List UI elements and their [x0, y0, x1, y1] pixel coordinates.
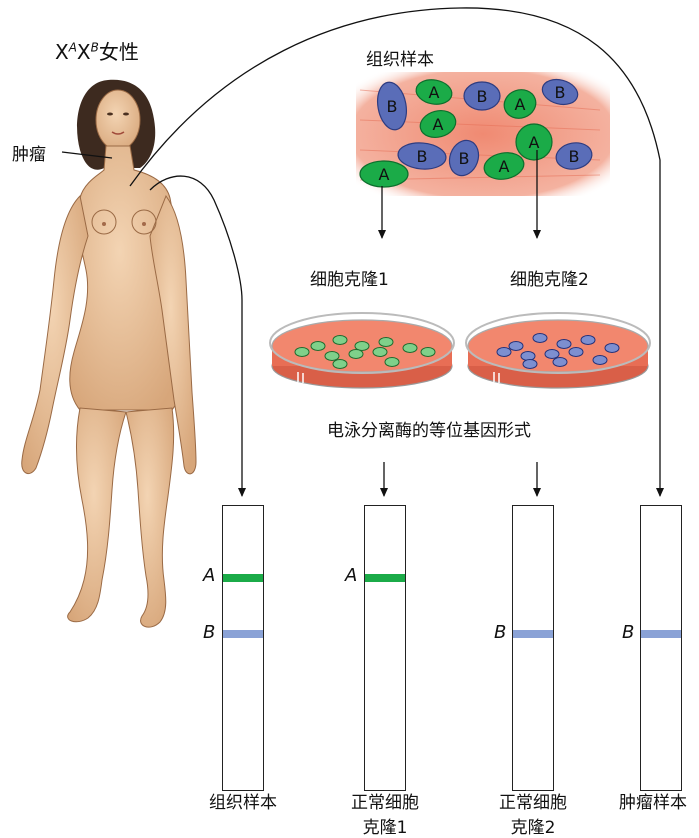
colony-allele-a [348, 349, 364, 359]
arrow-woman-to-gel1 [149, 175, 246, 497]
colony-allele-b [544, 349, 560, 359]
cell-label: A [433, 115, 444, 134]
head-shape [95, 89, 141, 151]
gel-normal-clone1 [364, 505, 406, 791]
colony-allele-b [592, 355, 608, 365]
left-arm-shape [21, 194, 89, 475]
colony-allele-b [556, 339, 572, 349]
cell-allele-b [463, 81, 501, 111]
gel2-band-a-label: A [345, 565, 358, 586]
colony-allele-a [384, 357, 400, 367]
left-leg-shape [67, 407, 127, 623]
right-leg-shape [125, 407, 175, 628]
cell-label: A [379, 165, 390, 184]
colony-allele-b [532, 333, 548, 343]
colony-allele-b [568, 347, 584, 357]
cell-allele-a [415, 79, 453, 105]
cell-label: B [459, 149, 470, 168]
gel-normal-clone2 [512, 505, 554, 791]
gel-tumor-sample [640, 505, 682, 791]
cell-allele-b [541, 78, 579, 106]
cell-allele-b [397, 142, 447, 170]
gel3-band-b-label: B [494, 622, 507, 643]
clone1-label: 细胞克隆1 [310, 270, 389, 290]
clone1-colonies [294, 335, 436, 369]
colony-allele-a [332, 335, 348, 345]
colony-allele-b [522, 359, 538, 369]
cell-allele-b [555, 142, 593, 170]
cell-label: B [477, 87, 488, 106]
colony-allele-a [354, 341, 370, 351]
band-allele-a [223, 574, 263, 582]
cell-label: A [515, 95, 526, 114]
colony-allele-a [310, 341, 326, 351]
right-arm-shape [149, 194, 197, 475]
gel2-caption: 正常细胞 克隆1 [351, 793, 419, 838]
colony-allele-a [402, 343, 418, 353]
colony-allele-a [332, 359, 348, 369]
colony-allele-a [378, 337, 394, 347]
colony-allele-b [508, 341, 524, 351]
cell-allele-a [515, 123, 553, 161]
colony-allele-b [496, 347, 512, 357]
gel3-caption: 正常细胞 克隆2 [499, 793, 567, 838]
cell-allele-a [359, 160, 409, 188]
electrophoresis-title: 电泳分离酶的等位基因形式 [327, 421, 531, 441]
gel1-band-b-label: B [203, 622, 216, 643]
clone2-label: 细胞克隆2 [510, 270, 589, 290]
woman-genotype-label: XAXB女性 [55, 40, 139, 64]
band-allele-a [365, 574, 405, 582]
petri-dish-2 [465, 312, 651, 389]
cell-label: B [417, 147, 428, 166]
cell-label: B [569, 147, 580, 166]
colony-allele-b [580, 335, 596, 345]
colony-allele-b [552, 357, 568, 367]
colony-allele-a [294, 347, 310, 357]
colony-allele-b [604, 343, 620, 353]
colony-allele-a [324, 351, 340, 361]
arrow-tumor-to-gel4 [129, 7, 664, 497]
cell-label: A [499, 157, 510, 176]
woman-figure [21, 79, 197, 628]
colony-allele-b [520, 351, 536, 361]
tumor-pointer [61, 151, 113, 159]
cell-allele-a [419, 110, 457, 138]
cell-label: A [529, 133, 540, 152]
gel-tissue-sample [222, 505, 264, 791]
cell-allele-b [376, 81, 408, 131]
gel1-caption: 组织样本 [209, 793, 277, 813]
colony-allele-a [372, 347, 388, 357]
cell-allele-b [448, 139, 480, 177]
tissue-sample-title: 组织样本 [366, 50, 434, 70]
clone2-colonies [496, 333, 620, 369]
gel4-caption: 肿瘤样本 [619, 793, 687, 813]
cell-label: B [387, 97, 398, 116]
band-allele-b [513, 630, 553, 638]
cell-label: A [429, 83, 440, 102]
tumor-label: 肿瘤 [12, 145, 46, 165]
colony-allele-a [420, 347, 436, 357]
cell-allele-a [503, 89, 537, 119]
gel1-band-a-label: A [203, 565, 216, 586]
gel4-band-b-label: B [622, 622, 635, 643]
band-allele-b [641, 630, 681, 638]
band-allele-b [223, 630, 263, 638]
cell-allele-a [483, 152, 525, 180]
cell-label: B [555, 83, 566, 102]
